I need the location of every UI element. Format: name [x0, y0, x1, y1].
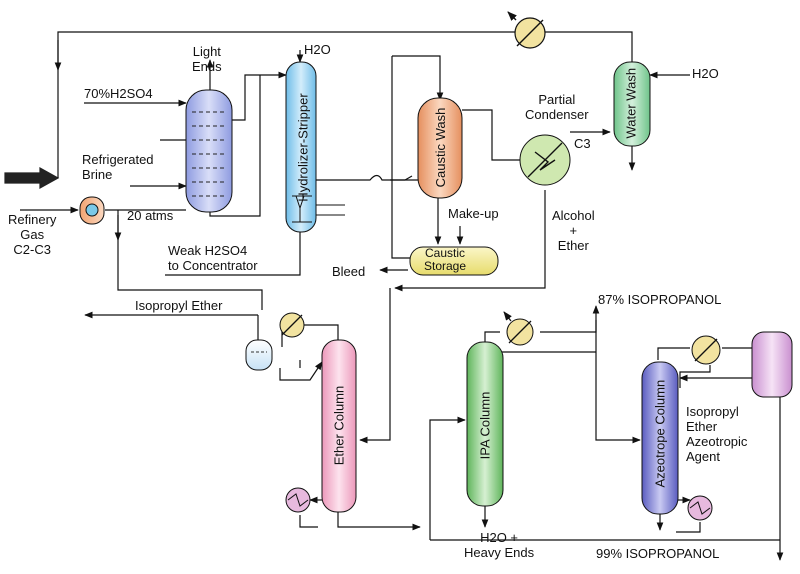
ether-column-label: Ether Column — [331, 385, 347, 466]
ipa-column-label: IPA Column — [477, 391, 493, 460]
ipa-column-vessel — [466, 341, 504, 507]
caustic-wash-vessel — [417, 97, 463, 199]
ipa87-label: 87% ISOPROPANOL — [598, 292, 722, 307]
absorber-vessel — [185, 89, 233, 213]
bleed-label: Bleed — [332, 264, 366, 279]
water-wash-vessel — [613, 61, 651, 147]
hydrolizer-stripper-vessel — [285, 61, 317, 233]
alcohol-ether-label: Alcohol+Ether — [552, 208, 595, 253]
feed-arrow — [4, 166, 60, 190]
ether-condenser — [279, 312, 305, 338]
azeotrope-drum — [751, 331, 793, 398]
water-wash-label: Water Wash — [623, 67, 639, 139]
ipa99-label: 99% ISOPROPANOL — [596, 546, 720, 561]
isopropyl-ether-label: Isopropyl Ether — [135, 298, 223, 313]
ether-accumulator — [245, 339, 273, 371]
azeotrope-column-vessel — [641, 361, 679, 515]
hydrolizer-water-label: H2O — [304, 42, 331, 57]
hydrolizer-label: Hydrolizer-Stripper — [295, 93, 311, 202]
caustic-storage-tank — [409, 246, 499, 276]
caustic-wash-label: Caustic Wash — [433, 107, 448, 188]
recycle-cooler — [507, 11, 546, 49]
pressure-label: 20 atms — [127, 208, 174, 223]
water-wash-water-label: H2O — [692, 66, 719, 81]
ipa-condenser — [503, 311, 534, 346]
recycle-gas-line — [57, 31, 633, 178]
azeotrope-column-label: Azeotrope Column — [652, 379, 668, 488]
acid-label: 70%H2SO4 — [84, 86, 153, 101]
heavy-ends-label: H2O +Heavy Ends — [464, 530, 535, 560]
makeup-label: Make-up — [448, 206, 499, 221]
c3-label: C3 — [574, 136, 591, 151]
azeotrope-condenser — [691, 335, 721, 365]
ether-column-vessel — [321, 339, 357, 513]
